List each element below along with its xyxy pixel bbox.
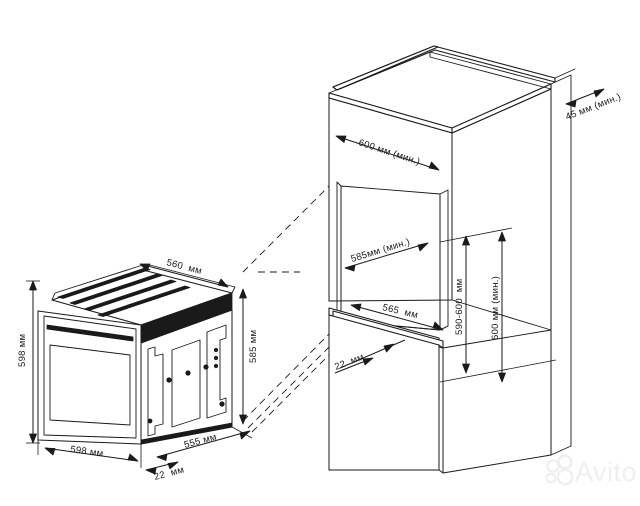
dim-arrow-22cab-start xyxy=(362,357,374,366)
cabinet-top-rail-back xyxy=(332,45,556,91)
dimension-niche-height-range: 590-600 мм xyxy=(439,227,557,383)
oven-door xyxy=(37,310,142,445)
oven-side-screw-4 xyxy=(213,347,219,353)
avito-logo-icon-circle-1 xyxy=(546,459,560,473)
avito-watermark-label: Avito xyxy=(575,457,637,487)
dim-arrow-600w-end xyxy=(428,161,440,171)
projection-line-lower-mid xyxy=(247,339,337,429)
dim-arrow-598h-top xyxy=(29,280,37,291)
dim-arrow-22oven-start xyxy=(145,467,157,475)
oven-door-handle xyxy=(46,324,134,342)
dim-label-oven-height-left: 598 мм xyxy=(17,334,28,367)
avito-watermark: Avito xyxy=(545,454,637,487)
dim-label-oven-width-front: 598 мм xyxy=(70,444,105,460)
dim-arrow-598w-end xyxy=(127,453,139,462)
dim-arrow-600w-start xyxy=(335,135,347,143)
oven-side-bracket-right xyxy=(206,324,227,419)
dim-arrow-598w-start xyxy=(44,447,56,456)
oven-side-screw-7 xyxy=(219,401,225,407)
dim-label-cabinet-height-min: 600 мм (мин.) xyxy=(490,276,501,340)
dimension-oven-width-front: 598 мм xyxy=(37,440,142,468)
dimension-oven-height-right: 585 мм xyxy=(239,288,259,425)
dimension-oven-trim-depth: 22 мм xyxy=(145,461,185,483)
dim-label-cabinet-top-clearance: 45 мм (мин.) xyxy=(564,92,623,123)
dim-line-600w xyxy=(335,135,440,171)
dim-arrow-22oven-end xyxy=(167,461,179,470)
oven-side-screw-1 xyxy=(166,377,172,383)
oven-top-slat-4 xyxy=(97,285,191,317)
dim-arrow-565-end xyxy=(432,321,444,331)
oven-top-slat-2 xyxy=(69,273,163,305)
cabinet-lower-body xyxy=(328,307,552,474)
dim-label-oven-height-right: 585 мм xyxy=(248,330,259,363)
control-panel-knob-area xyxy=(202,302,223,320)
dim-arrow-555-start xyxy=(156,453,168,461)
dim-arrow-560-end xyxy=(217,278,229,288)
dim-arrow-585n-end xyxy=(417,242,429,252)
avito-logo-icon-circle-2 xyxy=(557,454,573,470)
oven-rear-panel-plate xyxy=(171,339,201,428)
dim-arrow-560-start xyxy=(139,263,151,272)
projection-lines xyxy=(242,184,341,433)
cabinet-lower-right-face xyxy=(442,329,552,474)
dim-line-560 xyxy=(139,263,229,288)
oven-chassis-side xyxy=(140,309,233,445)
oven-side-screw-8 xyxy=(147,418,153,424)
avito-logo-icon-circle-4 xyxy=(556,468,574,486)
dim-arrow-585-bottom xyxy=(239,414,247,425)
dim-arrow-590600-top xyxy=(462,235,470,246)
oven-side-screw-5 xyxy=(213,355,219,361)
oven-top-rim-right xyxy=(145,263,236,294)
oven-top-slat-3 xyxy=(83,279,177,311)
dim-ext-555-right xyxy=(231,426,253,439)
cabinet-right-wall-panel xyxy=(550,74,572,456)
oven-assembly xyxy=(37,263,236,445)
cabinet-assembly xyxy=(328,45,576,474)
cabinet-top-right-edge xyxy=(451,83,552,134)
cabinet-top-back-edge xyxy=(429,51,552,90)
oven-side-screw-3 xyxy=(203,364,209,370)
dimension-cabinet-top-clearance: 45 мм (мин.) xyxy=(564,88,623,123)
dim-ext-590600-bottom xyxy=(439,359,557,383)
projection-line-top xyxy=(242,184,331,273)
dim-arrow-22cab-end xyxy=(383,343,395,353)
dim-line-555 xyxy=(156,430,251,458)
dim-arrow-565-start xyxy=(350,303,362,311)
oven-side-screw-6 xyxy=(213,363,219,369)
dim-arrow-600h-bottom xyxy=(498,372,506,383)
dim-arrow-598h-bottom xyxy=(29,433,37,444)
dim-arrow-45-end xyxy=(593,88,605,98)
projection-line-upper-mid xyxy=(242,332,331,422)
oven-door-glass xyxy=(49,344,131,426)
cabinet-top-rail-left xyxy=(332,45,439,91)
dim-ext-590600-top xyxy=(439,227,513,243)
dim-line-598-w xyxy=(44,447,139,462)
oven-top-surface xyxy=(51,263,236,326)
dim-arrow-585n-start xyxy=(344,264,356,272)
projection-line-bottom xyxy=(251,343,341,433)
dimension-oven-height-left: 598 мм xyxy=(17,280,40,444)
dim-arrow-45-start xyxy=(565,100,577,108)
oven-side-bracket-left xyxy=(147,346,164,437)
oven-top-slat-1 xyxy=(57,267,151,299)
cabinet-right-wall-top-edge xyxy=(554,68,576,79)
dim-line-585n xyxy=(344,242,429,269)
dimension-cabinet-height-min: 600 мм (мин.) xyxy=(490,231,506,383)
dim-label-niche-height-range: 590-600 мм xyxy=(454,278,465,335)
cabinet-upper-front-face xyxy=(328,97,453,302)
dim-arrow-585-top xyxy=(239,288,247,299)
oven-side-screw-2 xyxy=(185,370,191,376)
dim-arrow-600h-top xyxy=(498,231,506,242)
cabinet-lower-front-edge xyxy=(438,344,444,474)
avito-logo-icon-circle-3 xyxy=(545,472,557,484)
oven-door-frame-inner xyxy=(43,315,137,439)
cabinet-outer-wall xyxy=(550,68,576,456)
dim-line-565 xyxy=(350,304,444,331)
dim-line-22-cab xyxy=(339,339,406,369)
dim-arrow-590600-bottom xyxy=(462,363,470,374)
